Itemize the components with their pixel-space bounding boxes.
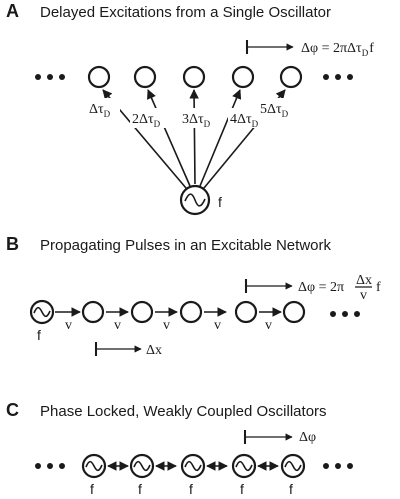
ellipsis-icon xyxy=(35,463,65,469)
sine-wave-icon xyxy=(235,460,253,472)
excitation-lines xyxy=(102,89,286,189)
target-node-1 xyxy=(87,65,111,89)
panel-a-formula: Δφ = 2πΔτDf xyxy=(301,41,374,58)
svg-text:v: v xyxy=(360,288,367,303)
network-node-1 xyxy=(81,300,105,324)
source-oscillator xyxy=(179,184,211,216)
sine-wave-icon xyxy=(85,460,103,472)
oscillator-frequency: f xyxy=(289,481,293,497)
sine-wave-icon xyxy=(133,460,151,472)
oscillator-2 xyxy=(129,453,155,479)
delay-label-2: 2ΔτD xyxy=(132,112,161,129)
ellipsis-icon xyxy=(323,74,353,80)
svg-text:Δx: Δx xyxy=(356,273,372,288)
panel-c-letter: C xyxy=(6,400,19,420)
panel-b-letter: B xyxy=(6,234,19,254)
ellipsis-icon xyxy=(35,74,65,80)
oscillator-frequency: f xyxy=(240,481,244,497)
delay-labels: ΔτD 2ΔτD 3ΔτD 4ΔτD 5ΔτD xyxy=(86,98,300,129)
velocity-label: v xyxy=(163,318,170,333)
target-node-5 xyxy=(279,65,303,89)
sine-wave-icon xyxy=(184,193,206,207)
delay-label-4: 4ΔτD xyxy=(230,112,259,129)
panel-b: B Propagating Pulses in an Excitable Net… xyxy=(6,234,381,358)
panel-a-title: Delayed Excitations from a Single Oscill… xyxy=(40,4,331,21)
spacing-label: Δx xyxy=(146,343,162,358)
target-node-4 xyxy=(231,65,255,89)
velocity-label: v xyxy=(265,318,272,333)
network-node-4 xyxy=(234,300,258,324)
ellipsis-icon xyxy=(330,311,360,317)
target-node-2 xyxy=(133,65,157,89)
ellipsis-icon xyxy=(323,463,353,469)
velocity-label: v xyxy=(65,318,72,333)
velocity-label: v xyxy=(214,318,221,333)
sine-wave-icon xyxy=(284,460,302,472)
delay-label-1: ΔτD xyxy=(89,102,111,119)
delay-label-3: 3ΔτD xyxy=(182,112,211,129)
phase-label: Δφ xyxy=(299,430,316,445)
panel-b-formula: Δφ = 2π Δx v f xyxy=(298,273,381,303)
panel-a-letter: A xyxy=(6,1,19,21)
svg-text:f: f xyxy=(376,280,381,295)
network-node-3 xyxy=(179,300,203,324)
oscillator-4 xyxy=(231,453,257,479)
source-oscillator xyxy=(29,299,55,325)
sine-wave-icon xyxy=(33,306,51,318)
oscillator-frequency: f xyxy=(189,481,193,497)
velocity-label: v xyxy=(114,318,121,333)
panel-b-title: Propagating Pulses in an Excitable Netwo… xyxy=(40,237,331,254)
svg-text:Δφ = 2π: Δφ = 2π xyxy=(298,280,344,295)
target-node-3 xyxy=(182,65,206,89)
delay-label-5: 5ΔτD xyxy=(260,102,289,119)
oscillator-frequency: f xyxy=(90,481,94,497)
panel-c: C Phase Locked, Weakly Coupled Oscillato… xyxy=(6,400,353,497)
oscillator-3 xyxy=(180,453,206,479)
oscillator-5 xyxy=(280,453,306,479)
network-node-5 xyxy=(282,300,306,324)
sine-wave-icon xyxy=(184,460,202,472)
panel-a: A Delayed Excitations from a Single Osci… xyxy=(6,1,374,216)
oscillator-frequency: f xyxy=(138,481,142,497)
panel-c-title: Phase Locked, Weakly Coupled Oscillators xyxy=(40,403,327,420)
oscillator-1 xyxy=(81,453,107,479)
network-node-2 xyxy=(130,300,154,324)
source-frequency: f xyxy=(218,194,222,210)
source-frequency: f xyxy=(37,327,41,343)
